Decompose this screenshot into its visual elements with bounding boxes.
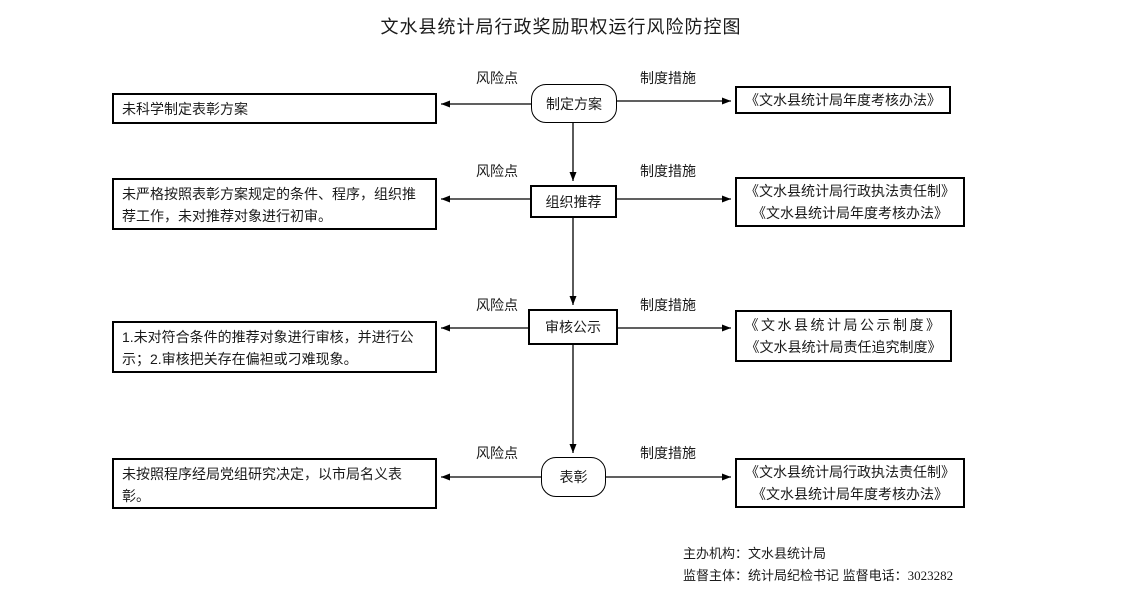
- measure-line: 《文水县统计局年度考核办法》: [752, 486, 948, 502]
- process-node-1: 制定方案: [531, 84, 617, 123]
- measure-box-2: 《文水县统计局行政执法责任制》 《文水县统计局年度考核办法》: [735, 177, 965, 227]
- measure-label-2: 制度措施: [640, 163, 696, 179]
- process-node-2: 组织推荐: [530, 185, 617, 218]
- risk-box-4: 未按照程序经局党组研究决定，以市局名义表彰。: [112, 458, 437, 509]
- supervisor: 监督主体：统计局纪检书记: [683, 568, 840, 583]
- risk-box-3: 1.未对符合条件的推荐对象进行审核，并进行公示；2.审核把关存在偏袒或刁难现象。: [112, 321, 437, 373]
- measure-box-1: 《文水县统计局年度考核办法》: [735, 86, 951, 114]
- measure-line: 《文水县统计局年度考核办法》: [752, 205, 948, 221]
- risk-label-3: 风险点: [476, 297, 518, 313]
- footer-supervisor-line: 监督主体：统计局纪检书记 监督电话：3023282: [683, 565, 953, 587]
- measure-box-4: 《文水县统计局行政执法责任制》 《文水县统计局年度考核办法》: [735, 458, 965, 508]
- footer-info: 主办机构：文水县统计局 监督主体：统计局纪检书记 监督电话：3023282: [683, 543, 953, 587]
- measure-line: 《文水县统计局公示制度》: [744, 317, 943, 333]
- footer-host-line: 主办机构：文水县统计局: [683, 543, 953, 565]
- measure-line: 《文水县统计局行政执法责任制》: [745, 183, 955, 199]
- measure-line: 《文水县统计局责任追究制度》: [745, 339, 942, 355]
- measure-label-3: 制度措施: [640, 297, 696, 313]
- risk-box-2: 未严格按照表彰方案规定的条件、程序，组织推荐工作，未对推荐对象进行初审。: [112, 178, 437, 230]
- risk-label-2: 风险点: [476, 163, 518, 179]
- measure-label-1: 制度措施: [640, 70, 696, 86]
- host-org: 主办机构：文水县统计局: [683, 546, 827, 561]
- risk-box-1: 未科学制定表彰方案: [112, 93, 437, 124]
- page-title: 文水县统计局行政奖励职权运行风险防控图: [380, 17, 742, 37]
- process-node-3: 审核公示: [528, 309, 618, 345]
- risk-label-1: 风险点: [476, 70, 518, 86]
- measure-line: 《文水县统计局行政执法责任制》: [745, 464, 955, 480]
- measure-box-3: 《文水县统计局公示制度》 《文水县统计局责任追究制度》: [735, 310, 952, 362]
- measure-line: 《文水县统计局年度考核办法》: [745, 92, 941, 108]
- process-node-4: 表彰: [541, 457, 606, 497]
- risk-label-4: 风险点: [476, 445, 518, 461]
- measure-label-4: 制度措施: [640, 445, 696, 461]
- phone-label: 监督电话：: [842, 568, 908, 583]
- phone-number: 3023282: [907, 568, 954, 583]
